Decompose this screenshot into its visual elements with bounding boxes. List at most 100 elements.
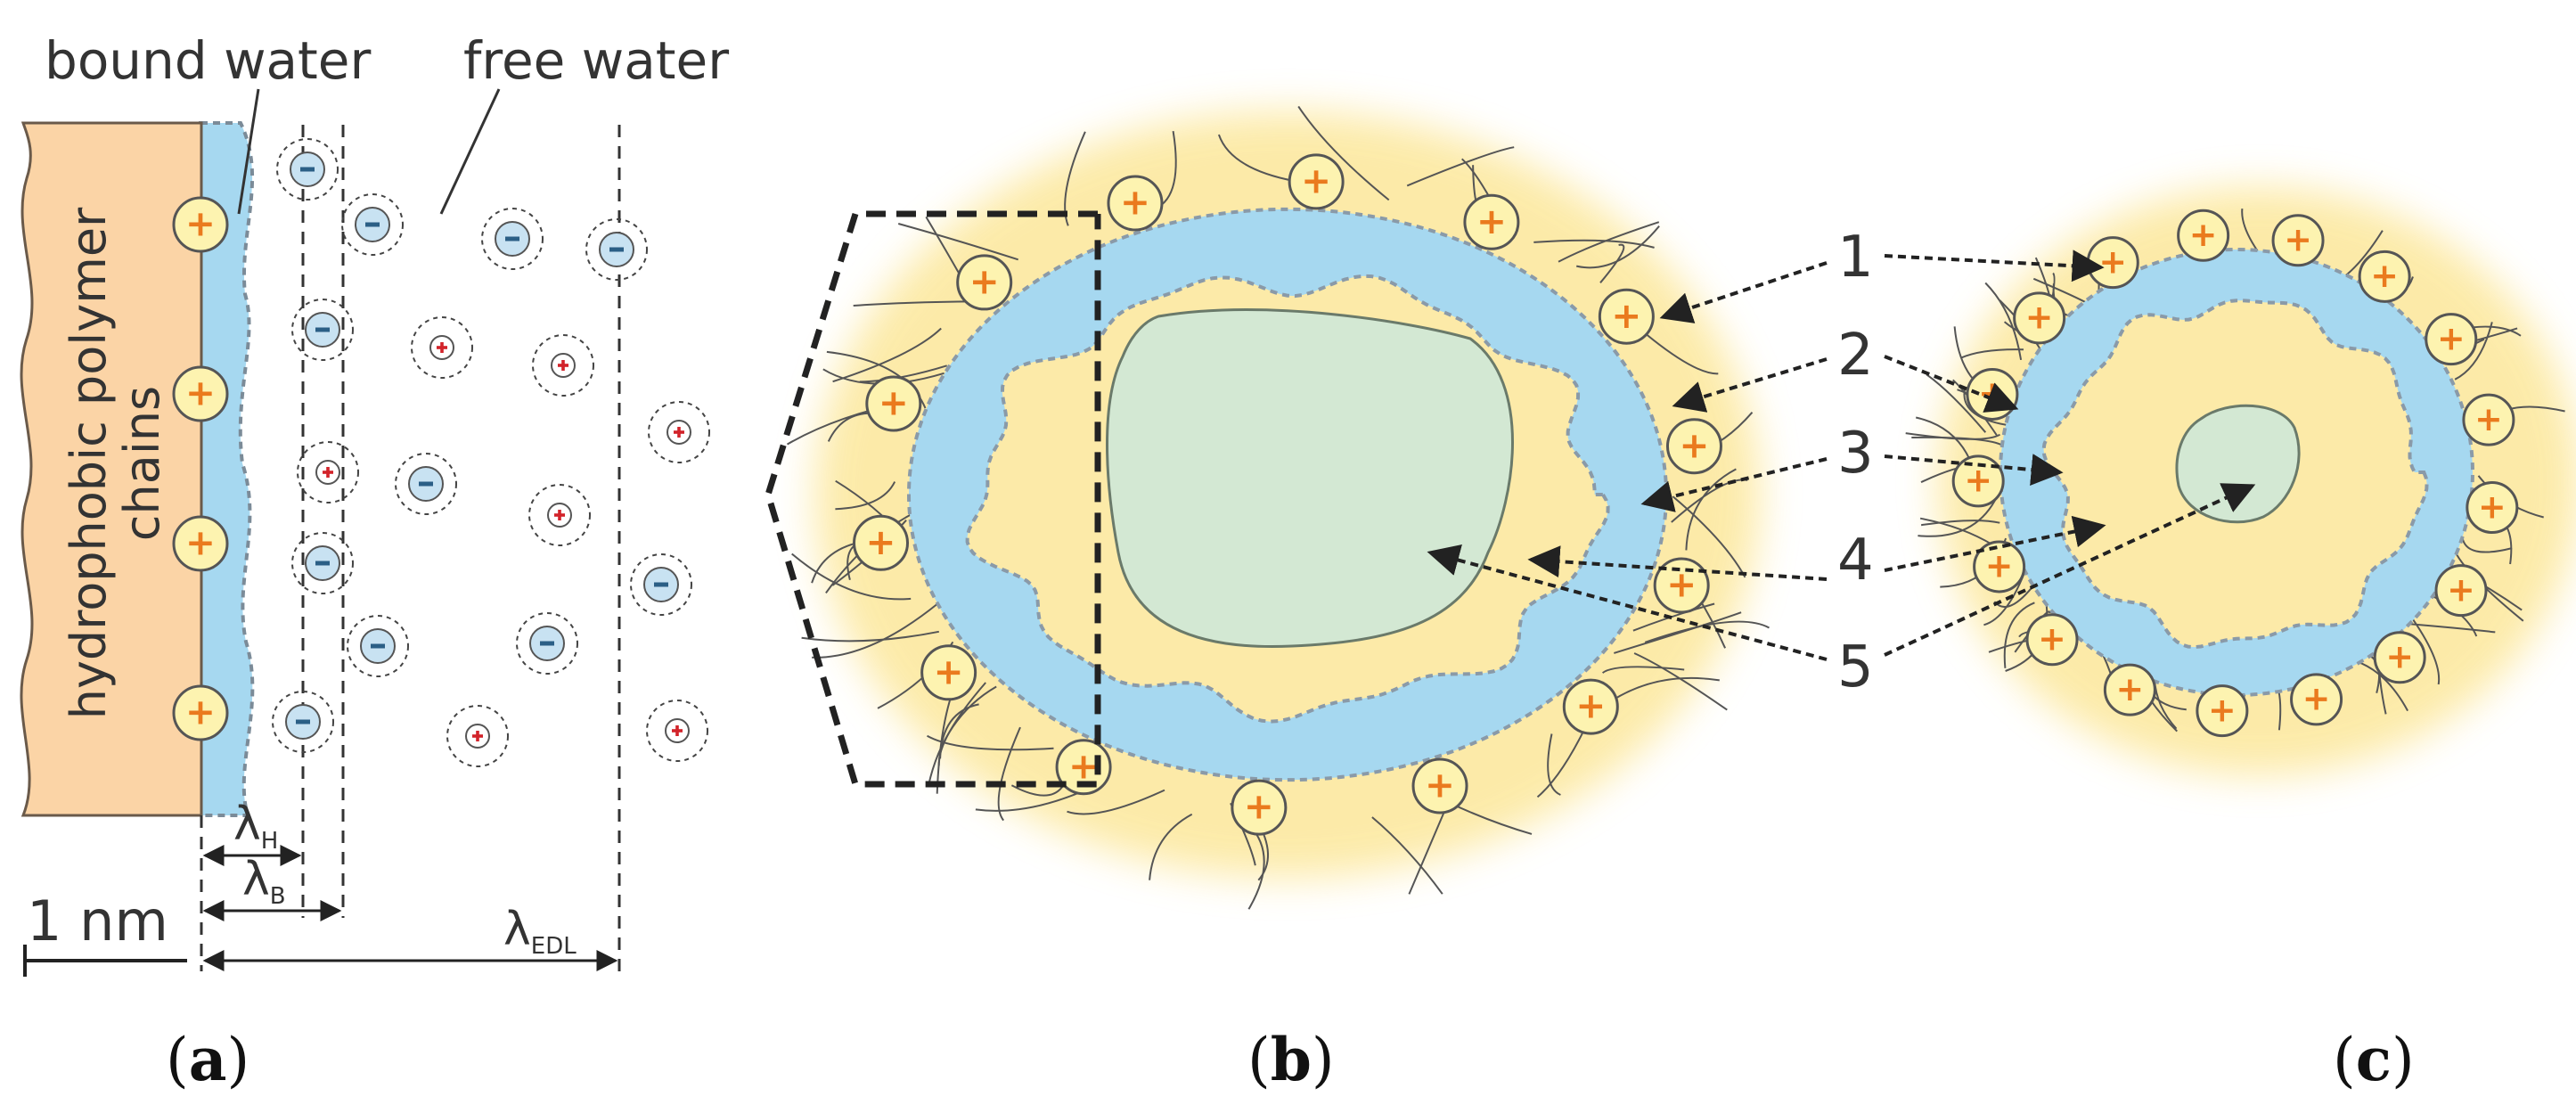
surface-charge-b-13: + xyxy=(865,375,922,432)
panel-c-surface-charges: +++++++++++++++++ xyxy=(1951,209,2519,738)
callout-4-arrow-b xyxy=(1527,545,1828,581)
polymer-fiber xyxy=(1575,225,1660,269)
surface-charge-b-1: + xyxy=(1107,175,1164,232)
lambda-b-label: λB xyxy=(242,853,286,910)
surface-charge-b-4: + xyxy=(1598,288,1655,345)
polymer-fiber xyxy=(832,327,942,383)
polymer-fiber xyxy=(1067,789,1165,815)
surface-charge-c-9: + xyxy=(2290,673,2343,726)
svg-text:+: + xyxy=(185,202,216,245)
surface-charge-c-1: + xyxy=(2177,209,2230,262)
callout-3-label: 3 xyxy=(1837,421,1874,487)
surface-charge-c-10: + xyxy=(2196,684,2249,738)
polymer-fiber xyxy=(1217,134,1295,182)
surface-charge-b-6: + xyxy=(1653,557,1710,614)
cation-18 xyxy=(646,700,708,762)
anion-13 xyxy=(630,553,692,616)
polymer-fiber xyxy=(1371,816,1443,895)
polymer-fiber xyxy=(1685,468,1737,551)
polymer-label-line2: chains xyxy=(114,386,170,541)
svg-text:+: + xyxy=(2038,618,2066,658)
svg-text:+: + xyxy=(1476,200,1507,242)
polymer-fiber xyxy=(1297,105,1390,201)
polymer-fiber xyxy=(2003,602,2035,668)
callout-5-arrow-b xyxy=(1427,544,1828,661)
polymer-fiber xyxy=(1558,221,1660,263)
svg-text:+: + xyxy=(1611,294,1641,337)
polymer-fiber xyxy=(835,481,896,511)
cation-6 xyxy=(411,316,473,379)
surface-charge-c-11: + xyxy=(2103,663,2156,716)
panel-a-caption: (a) xyxy=(166,1025,249,1094)
cation-7 xyxy=(532,334,594,397)
panel-b-surface-charges: ++++++++++++++ xyxy=(853,153,1722,836)
polymer-fiber xyxy=(1633,652,1728,711)
anion-10 xyxy=(395,453,457,515)
polymer-fiber xyxy=(1149,813,1193,880)
polymer-fiber xyxy=(1911,436,2004,446)
surface-charge-a-4: + xyxy=(172,684,229,741)
polymer-fiber xyxy=(1919,517,1993,546)
surface-charge-b-9: + xyxy=(1231,779,1288,836)
scale-bar-label: 1 nm xyxy=(27,888,168,954)
surface-charge-b-11: + xyxy=(920,644,977,701)
svg-text:+: + xyxy=(2437,318,2466,357)
callout-1-label: 1 xyxy=(1837,225,1874,291)
svg-text:+: + xyxy=(1120,181,1150,224)
panel-c-core xyxy=(2175,404,2301,524)
polymer-label-line1: hydrophobic polymer xyxy=(61,207,117,719)
cation-9 xyxy=(297,441,359,503)
svg-text:+: + xyxy=(1068,744,1099,787)
polymer-fiber xyxy=(2401,622,2496,634)
svg-text:+: + xyxy=(2447,569,2475,609)
polymer-block xyxy=(20,121,203,817)
anion-16 xyxy=(272,691,334,753)
svg-text:+: + xyxy=(2116,669,2145,708)
polymer-fiber xyxy=(927,734,1054,751)
svg-text:+: + xyxy=(2098,241,2127,281)
surface-charge-b-8: + xyxy=(1411,757,1468,814)
polymer-fiber xyxy=(2454,322,2493,381)
anion-5 xyxy=(291,299,354,361)
polymer-fiber xyxy=(1644,620,1770,643)
callout-1-arrow-c xyxy=(1884,250,2105,282)
callout-4-label: 4 xyxy=(1837,528,1874,593)
svg-text:+: + xyxy=(1425,764,1455,806)
panel-a: hydrophobic polymer chains bound water f… xyxy=(20,30,729,977)
surface-charge-a-3: + xyxy=(172,515,229,572)
polymer-fiber xyxy=(812,603,938,659)
lambda-edl-label: λEDL xyxy=(503,903,577,960)
svg-text:+: + xyxy=(2284,219,2312,258)
surface-charge-c-13: + xyxy=(1973,540,2026,593)
svg-text:+: + xyxy=(1301,159,1331,201)
callout-2-label: 2 xyxy=(1837,323,1874,389)
surface-charge-c-4: + xyxy=(2425,313,2478,366)
svg-text:+: + xyxy=(2474,399,2503,438)
free-water-label: free water xyxy=(463,30,729,91)
anion-14 xyxy=(347,615,409,677)
polymer-fiber xyxy=(1926,373,1987,433)
free-water-leader xyxy=(439,88,501,215)
surface-charge-a-2: + xyxy=(172,365,229,422)
surface-charge-c-16: + xyxy=(2013,291,2066,345)
callout-3-arrow-b xyxy=(1640,457,1828,512)
panel-a-surface-charges: + + + + xyxy=(172,196,229,741)
polymer-fiber xyxy=(1601,666,1685,674)
surface-charge-b-5: + xyxy=(1665,418,1722,475)
polymer-fiber xyxy=(1920,520,2000,527)
cation-17 xyxy=(446,705,509,767)
svg-text:+: + xyxy=(185,521,216,564)
svg-text:+: + xyxy=(866,520,896,563)
polymer-fiber xyxy=(1599,243,1625,283)
polymer-fiber xyxy=(1960,348,2024,359)
callout-3-arrow-c xyxy=(1884,454,2064,486)
surface-charge-c-5: + xyxy=(2462,393,2515,446)
svg-text:+: + xyxy=(2189,215,2218,254)
panel-c: +++++++++++++++++ xyxy=(1905,187,2576,775)
cation-8 xyxy=(648,401,710,463)
surface-charge-b-14: + xyxy=(956,254,1013,311)
callout-5-arrow-c xyxy=(1884,483,2256,657)
callouts: 1 2 3 4 5 xyxy=(1427,225,2256,700)
surface-charge-a-1: + xyxy=(172,196,229,253)
